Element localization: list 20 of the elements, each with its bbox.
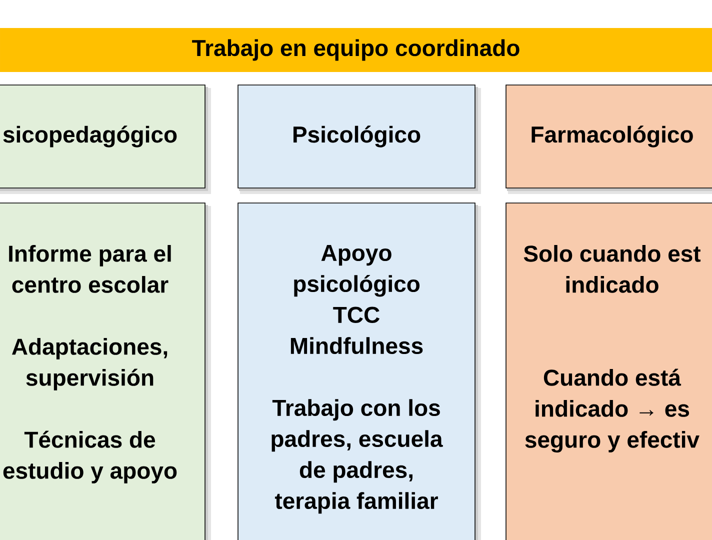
content-box: [506, 202, 712, 540]
header-box: [0, 84, 211, 194]
heading-text: sicopedagógico: [3, 126, 177, 148]
body-text: Técnicas de estudio y apoyo: [3, 430, 177, 484]
title-band: [0, 28, 712, 72]
heading-text: Psicológico: [294, 126, 420, 148]
body-text: TCC: [333, 306, 380, 324]
body-text: Adaptaciones, supervisión: [12, 338, 168, 390]
body-text: Cuando está indicado → es seguro y efectiv: [525, 368, 700, 453]
title-text: Trabajo en equipo coordinado: [192, 39, 520, 61]
body-text: Informe para el centro escolar: [9, 245, 171, 293]
content-box: [238, 202, 481, 540]
header-box: [238, 84, 481, 194]
body-text: Mindfulness: [290, 337, 423, 354]
body-text: Trabajo con los padres, escuela de padres, terapia familiar: [272, 399, 443, 514]
body-text: Apoyo psicológico: [294, 245, 420, 297]
content-box: [0, 202, 211, 540]
body-text: Solo cuando est indicado: [524, 245, 701, 293]
heading-text: Farmacológico: [532, 126, 693, 148]
header-box: [506, 84, 712, 194]
